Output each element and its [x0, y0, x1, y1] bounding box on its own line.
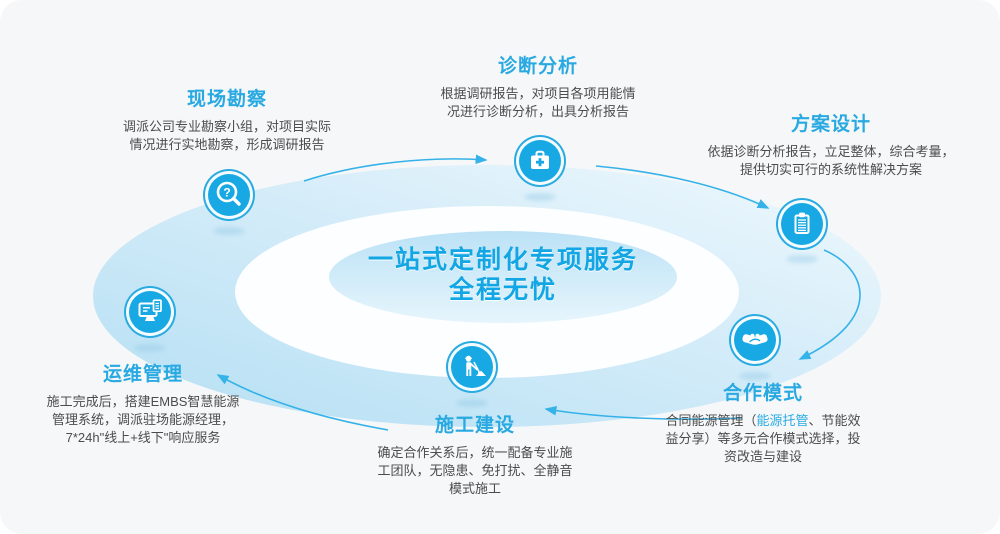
- center-title-line1: 一站式定制化专项服务: [367, 246, 639, 274]
- step-operation-maintenance: 运维管理 施工完成后，搭建EMBS智慧能源 管理系统，调派驻场能源经理， 7*2…: [0, 362, 293, 447]
- center-ellipse: [329, 231, 677, 323]
- desc-text: 合同能源管理（: [665, 413, 757, 428]
- step-desc-construction: 确定合作关系后，统一配备专业施 工团队，无隐患、免打扰、全静音 模式施工: [325, 444, 625, 498]
- step-desc-cooperation-model: 合同能源管理（能源托管、节能效 益分享）等多元合作模式选择，投 资改造与建设: [613, 412, 913, 466]
- step-solution-design: 方案设计 依据诊断分析报告，立足整体，综合考量， 提供切实可行的系统性解决方案: [681, 112, 981, 179]
- step-title-construction: 施工建设: [434, 415, 515, 436]
- step-desc-line: 况进行诊断分析，出具分析报告: [446, 104, 629, 119]
- step-desc-line: 合同能源管理（能源托管、节能效: [613, 412, 913, 430]
- step-construction: 施工建设 确定合作关系后，统一配备专业施 工团队，无隐患、免打扰、全静音 模式施…: [325, 413, 625, 498]
- handshake-icon: [734, 319, 776, 361]
- center-title-line2: 全程无忧: [448, 276, 558, 304]
- step-desc-line: 工团队，无隐患、免打扰、全静音: [377, 463, 573, 478]
- flow-arrow-survey-to-diagnosis: [303, 154, 488, 182]
- step-desc-line: 模式施工: [448, 481, 501, 496]
- monitor-document-icon: [129, 291, 171, 333]
- step-desc-line: 提供切实可行的系统性解决方案: [739, 162, 922, 177]
- desc-text: 、节能效: [808, 413, 861, 428]
- step-desc-solution-design: 依据诊断分析报告，立足整体，综合考量， 提供切实可行的系统性解决方案: [681, 143, 981, 179]
- step-title-solution-design: 方案设计: [790, 114, 871, 135]
- step-desc-site-survey: 调派公司专业勘察小组，对项目实际 情况进行实地勘察，形成调研报告: [77, 118, 377, 154]
- step-desc-diagnosis: 根据调研报告，对项目各项用能情 况进行诊断分析，出具分析报告: [388, 85, 688, 121]
- step-title-cooperation-model: 合作模式: [722, 383, 803, 404]
- center-title: 一站式定制化专项服务 全程无忧: [368, 245, 638, 305]
- step-desc-line: 益分享）等多元合作模式选择，投: [665, 431, 861, 446]
- step-desc-line: 管理系统，调派驻场能源经理，: [51, 412, 234, 427]
- flow-arrows: [216, 154, 861, 431]
- construction-worker-icon: [451, 346, 493, 388]
- magnifier-question-icon: ?: [208, 174, 250, 216]
- step-desc-line: 情况进行实地勘察，形成调研报告: [129, 137, 325, 152]
- flow-arrow-diagnosis-to-design: [595, 165, 770, 209]
- step-desc-line: 调派公司专业勘察小组，对项目实际: [122, 119, 331, 134]
- svg-text:?: ?: [223, 185, 230, 199]
- step-desc-line: 施工完成后，搭建EMBS智慧能源: [46, 394, 240, 409]
- flow-arrow-construction-to-operation: [216, 374, 389, 431]
- flow-arrow-design-to-cooperation: [798, 249, 861, 360]
- step-diagnosis: 诊断分析 根据调研报告，对项目各项用能情 况进行诊断分析，出具分析报告: [388, 54, 688, 121]
- step-title-operation-maintenance: 运维管理: [102, 364, 183, 385]
- flow-arrow-cooperation-to-construction: [544, 405, 743, 420]
- highlight-text: 能源托管: [756, 413, 809, 428]
- step-desc-line: 7*24h"线上+线下"响应服务: [65, 430, 221, 445]
- ring-band: [93, 165, 881, 427]
- step-desc-line: 确定合作关系后，统一配备专业施: [377, 445, 573, 460]
- step-desc-line: 依据诊断分析报告，立足整体，综合考量，: [707, 144, 955, 159]
- clipboard-icon: [781, 203, 823, 245]
- step-desc-operation-maintenance: 施工完成后，搭建EMBS智慧能源 管理系统，调派驻场能源经理， 7*24h"线上…: [0, 393, 293, 447]
- step-title-diagnosis: 诊断分析: [497, 56, 578, 77]
- step-site-survey: 现场勘察 调派公司专业勘察小组，对项目实际 情况进行实地勘察，形成调研报告: [77, 87, 377, 154]
- icon-shadows: [134, 193, 818, 407]
- step-desc-line: 资改造与建设: [723, 449, 802, 464]
- step-cooperation-model: 合作模式 合同能源管理（能源托管、节能效 益分享）等多元合作模式选择，投 资改造…: [613, 381, 913, 466]
- step-title-site-survey: 现场勘察: [186, 89, 267, 110]
- step-desc-line: 根据调研报告，对项目各项用能情: [440, 86, 636, 101]
- first-aid-kit-icon: [519, 140, 561, 182]
